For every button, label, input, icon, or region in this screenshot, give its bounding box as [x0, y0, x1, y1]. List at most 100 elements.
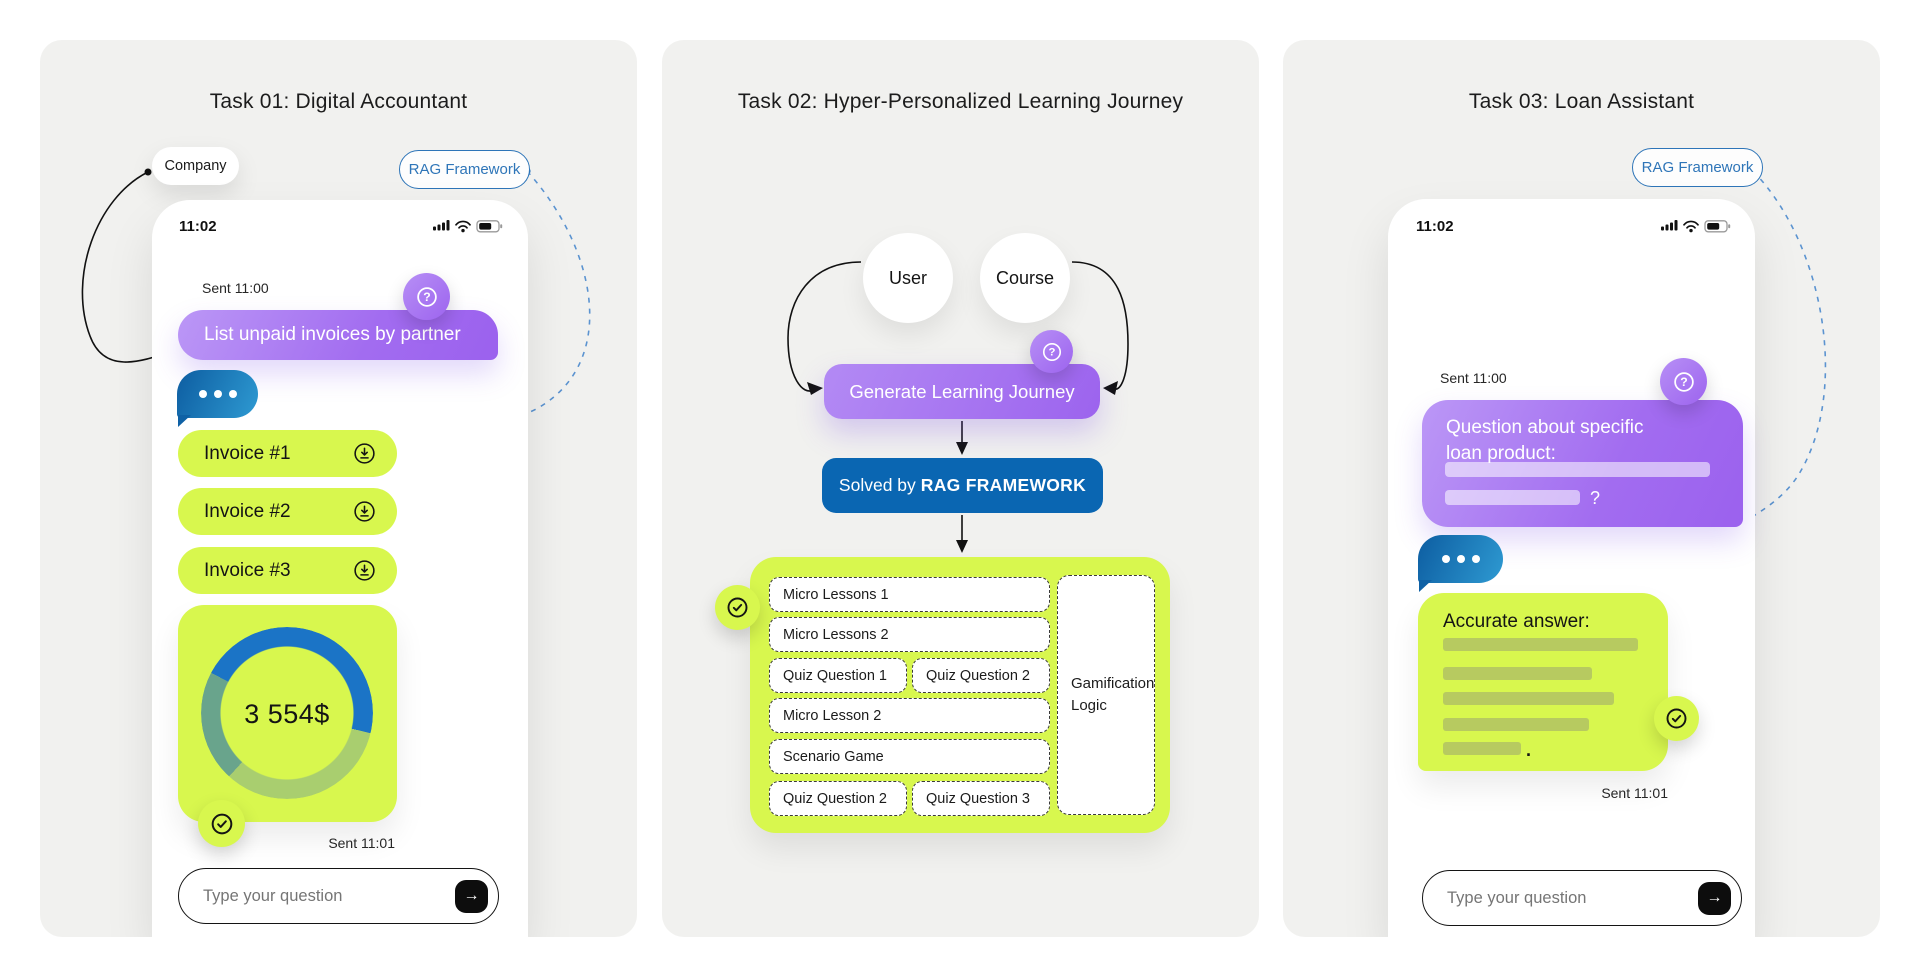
user-node: User [863, 233, 953, 323]
plan-row-label: Quiz Question 3 [926, 790, 1030, 807]
question-icon: ? [416, 286, 437, 307]
course-node: Course [980, 233, 1070, 323]
panel-task-02: Task 02: Hyper-Personalized Learning Jou… [662, 40, 1259, 937]
send-button[interactable]: → [1698, 881, 1731, 915]
rag-framework-node: RAG Framework [399, 150, 530, 189]
plan-row: Quiz Question 3 [912, 781, 1050, 816]
question-badge: ? [1030, 330, 1073, 373]
wifi-icon [1683, 220, 1699, 233]
svg-text:?: ? [1048, 346, 1055, 358]
invoice-label: Invoice #3 [204, 559, 291, 581]
status-icons [1661, 220, 1731, 233]
gamification-logic-label: Gamification Logic [1071, 675, 1155, 714]
check-circle-icon [211, 813, 232, 834]
question-badge: ? [403, 273, 450, 320]
panel-task-01: Task 01: Digital Accountant Company RAG … [40, 40, 637, 937]
answer-placeholder-bar [1443, 667, 1592, 680]
sent-timestamp: Sent 11:01 [328, 835, 395, 851]
plan-row: Micro Lessons 1 [769, 577, 1050, 612]
check-circle-icon [1666, 708, 1687, 729]
status-icons [433, 220, 503, 233]
answer-placeholder-bar [1443, 692, 1614, 705]
status-time: 11:02 [1416, 218, 1454, 235]
user-message-text: List unpaid invoices by partner [204, 324, 461, 345]
signal-icon [433, 220, 450, 231]
download-icon[interactable] [352, 558, 377, 583]
send-arrow-icon: → [463, 887, 480, 904]
plan-row: Micro Lessons 2 [769, 617, 1050, 652]
check-badge [198, 800, 245, 847]
company-node: Company [152, 147, 239, 185]
panel-title: Task 03: Loan Assistant [1468, 90, 1695, 113]
answer-suffix: . [1526, 740, 1532, 760]
plan-row-label: Quiz Question 2 [926, 667, 1030, 684]
status-time: 11:02 [179, 218, 217, 235]
typing-indicator [177, 370, 258, 427]
answer-bubble: Accurate answer: [1418, 593, 1668, 771]
panel-title: Task 01: Digital Accountant [209, 90, 468, 113]
rag-framework-label: RAG Framework [1641, 159, 1754, 176]
sent-timestamp: Sent 11:00 [202, 280, 269, 296]
plan-row-label: Micro Lesson 2 [783, 707, 882, 724]
typing-dot [213, 390, 222, 398]
rag-framework-bold-label: RAG FRAMEWORK [920, 475, 1087, 495]
answer-placeholder-bar [1443, 718, 1589, 731]
typing-dot [1456, 555, 1465, 563]
placeholder-bar [1445, 490, 1580, 505]
check-circle-icon [727, 597, 748, 618]
check-badge [1654, 696, 1699, 741]
plan-row-label: Scenario Game [783, 748, 884, 765]
plan-row: Quiz Question 2 [912, 658, 1050, 693]
rag-framework-label: RAG Framework [408, 161, 521, 178]
battery-icon [1704, 220, 1731, 233]
placeholder-bar [1445, 462, 1710, 477]
panel-title: Task 02: Hyper-Personalized Learning Jou… [737, 90, 1184, 113]
plan-row-label: Quiz Question 2 [783, 790, 887, 807]
plan-row: Scenario Game [769, 739, 1050, 774]
send-button[interactable]: → [455, 879, 488, 913]
question-suffix: ? [1590, 488, 1601, 508]
question-line-2: loan product: [1446, 443, 1556, 464]
gamification-logic-box: Gamification Logic [1057, 575, 1155, 815]
plan-row-label: Micro Lessons 2 [783, 626, 889, 643]
check-badge [715, 585, 760, 630]
generate-journey-label: Generate Learning Journey [849, 380, 1075, 402]
send-arrow-icon: → [1706, 889, 1723, 906]
plan-row: Micro Lesson 2 [769, 698, 1050, 733]
question-line-1: Question about specific [1446, 417, 1644, 438]
typing-dot [198, 390, 207, 398]
download-icon[interactable] [352, 441, 377, 466]
question-input[interactable] [1423, 888, 1698, 908]
question-input[interactable] [179, 886, 455, 906]
answer-placeholder-bar [1443, 638, 1638, 651]
typing-dot [228, 390, 237, 398]
typing-dot [1441, 555, 1450, 563]
wifi-icon [455, 220, 471, 233]
question-badge: ? [1660, 358, 1707, 405]
plan-row: Quiz Question 1 [769, 658, 907, 693]
generate-journey-node: Generate Learning Journey [824, 364, 1100, 419]
user-message-bubble: List unpaid invoices by partner [178, 310, 498, 360]
plan-row-label: Micro Lessons 1 [783, 586, 889, 603]
question-input-bar: → [178, 868, 499, 924]
panel-task-03: Task 03: Loan Assistant RAG Framework 11… [1283, 40, 1880, 937]
invoice-label: Invoice #1 [204, 442, 291, 464]
invoice-bubble: Invoice #3 [178, 547, 397, 594]
battery-icon [476, 220, 503, 233]
signal-icon [1661, 220, 1678, 231]
download-icon[interactable] [352, 499, 377, 524]
invoice-bubble: Invoice #1 [178, 430, 397, 477]
solved-by-prefix: Solved by [838, 475, 916, 495]
svg-text:?: ? [423, 289, 430, 303]
invoice-label: Invoice #2 [204, 500, 291, 522]
answer-title: Accurate answer: [1443, 611, 1590, 632]
plan-row-label: Quiz Question 1 [783, 667, 887, 684]
svg-text:?: ? [1680, 374, 1687, 388]
rag-framework-node: RAG Framework [1632, 148, 1763, 187]
plan-row: Quiz Question 2 [769, 781, 907, 816]
question-icon: ? [1673, 371, 1694, 392]
typing-indicator [1418, 535, 1503, 592]
question-input-bar: → [1422, 870, 1742, 926]
